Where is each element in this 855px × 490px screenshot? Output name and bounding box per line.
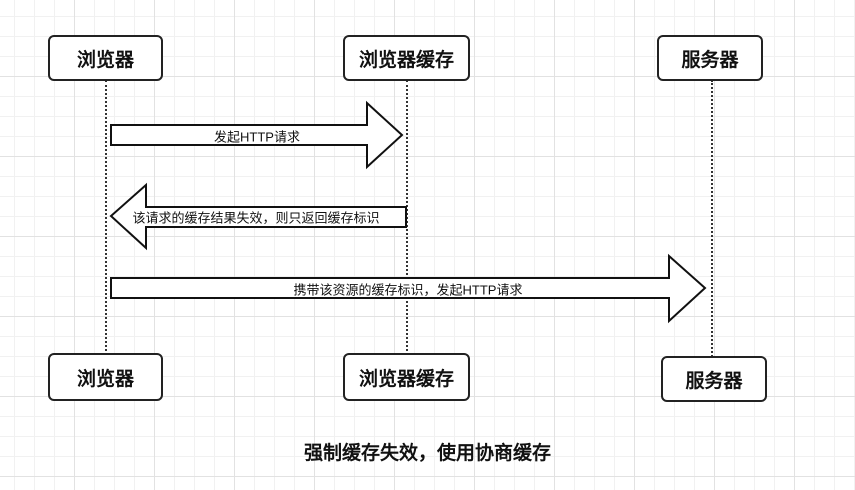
arrow-request-to-server	[110, 253, 707, 324]
message-label-1: 发起HTTP请求	[214, 129, 300, 145]
server-box-top: 服务器	[657, 35, 763, 81]
browser-lifeline	[105, 80, 107, 355]
arrow-cache-to-browser	[109, 182, 407, 251]
server-box-bottom: 服务器	[661, 356, 767, 402]
browser-box-top: 浏览器	[48, 35, 163, 81]
browser-cache-box-bottom: 浏览器缓存	[343, 353, 470, 401]
arrow-request-to-cache	[110, 100, 404, 170]
message-label-2: 该请求的缓存结果失效，则只返回缓存标识	[132, 210, 380, 226]
browser-cache-box-top: 浏览器缓存	[343, 35, 470, 81]
diagram-caption: 强制缓存失效，使用协商缓存	[303, 443, 551, 464]
server-lifeline	[711, 80, 713, 360]
message-label-3: 携带该资源的缓存标识，发起HTTP请求	[293, 282, 523, 298]
browser-box-bottom: 浏览器	[48, 353, 163, 401]
